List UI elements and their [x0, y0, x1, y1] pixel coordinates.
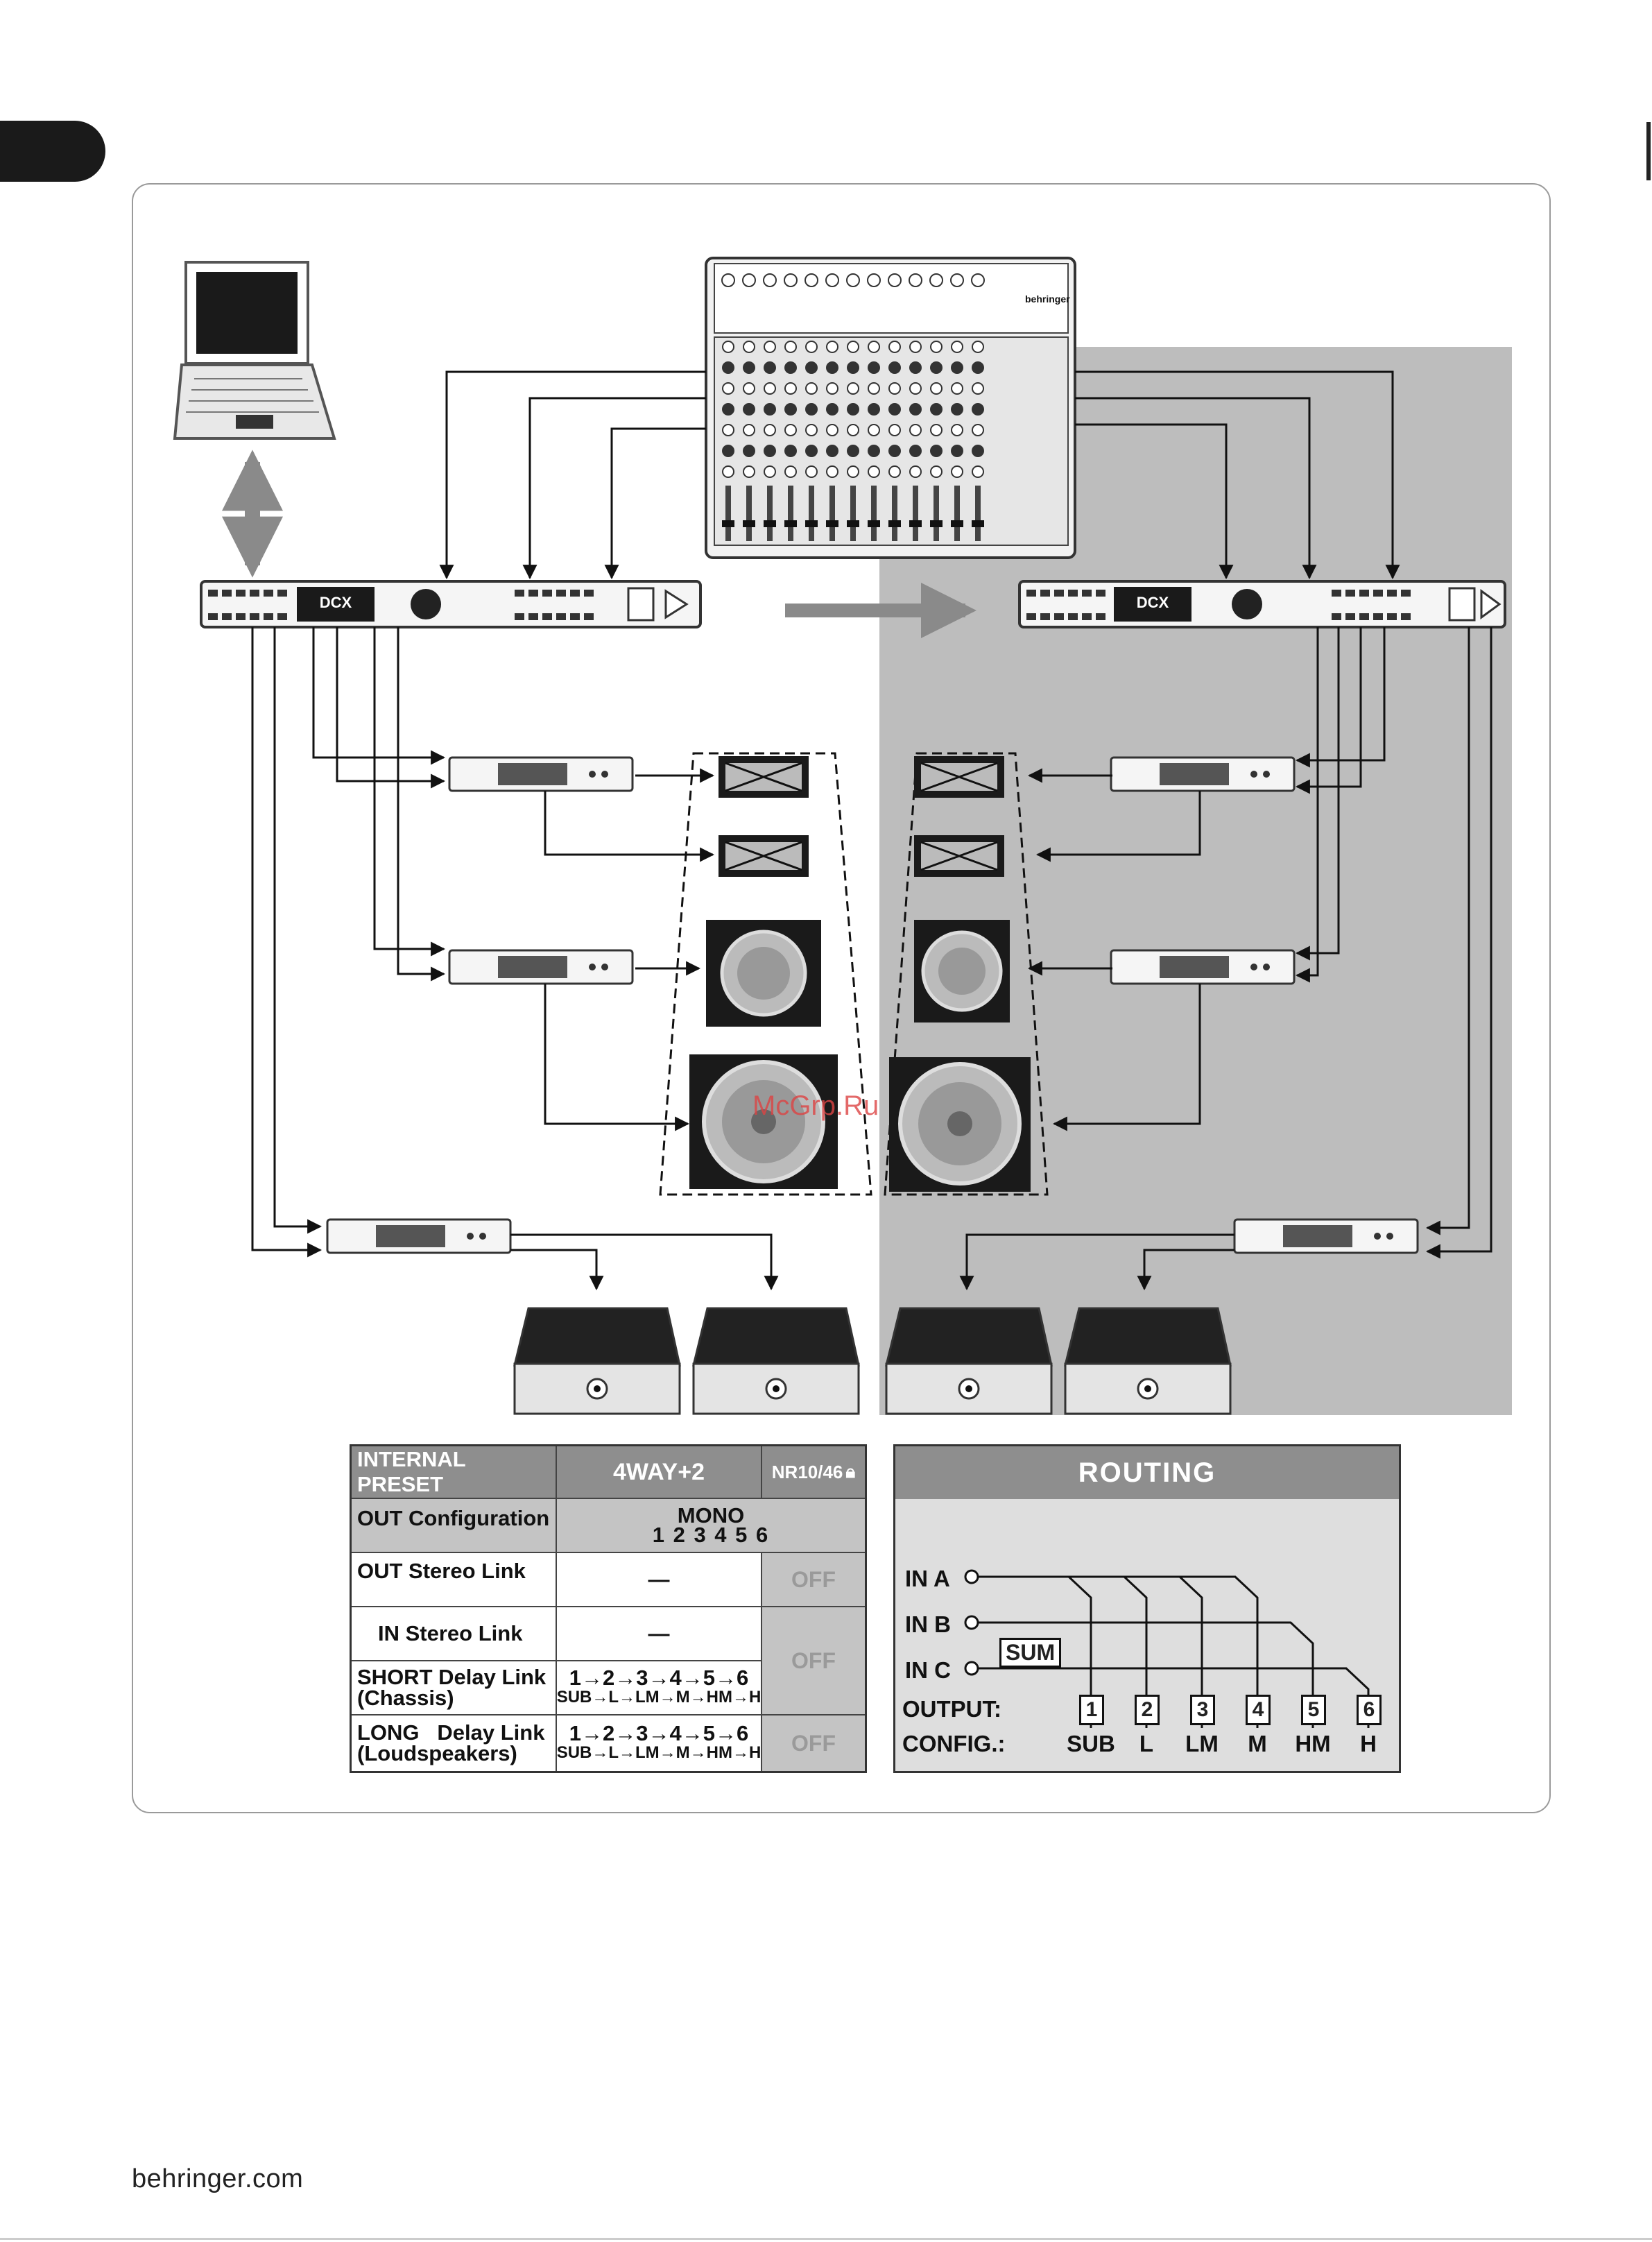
short-delay-config: SUB→L→LM→M→HM→H — [556, 1688, 762, 1706]
output-box-2: 2 — [1135, 1695, 1160, 1725]
config-label: CONFIG.: — [902, 1731, 1006, 1756]
in-stereo-value: — — [557, 1607, 762, 1661]
routing-title: ROUTING — [895, 1446, 1399, 1499]
output-box-1: 1 — [1079, 1695, 1104, 1725]
lock-icon: 🔒︎ — [845, 1461, 856, 1482]
long-delay-state: OFF — [762, 1715, 865, 1771]
long-delay-value: 1→2→3→4→5→6 SUB→L→LM→M→HM→H — [557, 1715, 762, 1771]
long-delay-config: SUB→L→LM→M→HM→H — [556, 1743, 762, 1762]
long-delay-label: LONG Delay Link (Loudspeakers) — [352, 1715, 557, 1771]
preset-table: INTERNAL PRESET 4WAY+2 NR10/46🔒︎ OUT Con… — [350, 1444, 867, 1773]
out-config-value: MONO 1 2 3 4 5 6 — [557, 1499, 865, 1553]
long-delay-sub: (Loudspeakers) — [357, 1741, 517, 1765]
config-h: H — [1360, 1731, 1377, 1756]
out-config-channels: 1 2 3 4 5 6 — [652, 1523, 770, 1547]
out-stereo-label: OUT Stereo Link — [352, 1553, 557, 1607]
routing-input-a: IN A — [905, 1566, 950, 1591]
short-delay-label: SHORT Delay Link (Chassis) — [352, 1661, 557, 1715]
preset-header-nr: NR10/46🔒︎ — [762, 1446, 865, 1499]
speaker-stack-right — [884, 752, 1049, 1196]
output-box-5: 5 — [1301, 1695, 1326, 1725]
amplifiers — [326, 756, 1419, 1254]
config-hm: HM — [1295, 1731, 1331, 1756]
dcx-right: DCX — [1018, 580, 1506, 628]
bottom-rule — [0, 2238, 1652, 2240]
svg-text:behringer: behringer — [1025, 293, 1070, 305]
sum-label: SUM — [999, 1638, 1062, 1668]
routing-input-b: IN B — [905, 1611, 951, 1637]
output-box-3: 3 — [1190, 1695, 1215, 1725]
output-label: OUTPUT: — [902, 1696, 1001, 1722]
output-box-4: 4 — [1246, 1695, 1271, 1725]
routing-panel: ROUTING IN A IN B IN C SUM OUTPUT: CONFI… — [893, 1444, 1401, 1773]
short-delay-state: OFF — [762, 1607, 865, 1715]
out-stereo-state: OFF — [762, 1553, 865, 1607]
laptop-icon — [173, 261, 336, 440]
section-tab — [0, 121, 105, 182]
out-stereo-value: — — [557, 1553, 762, 1607]
routing-input-c: IN C — [905, 1657, 951, 1683]
dcx-left: DCX — [200, 580, 702, 628]
short-delay-chain: 1→2→3→4→5→6 — [569, 1666, 749, 1690]
config-sub: SUB — [1067, 1731, 1115, 1756]
config-m: M — [1248, 1731, 1267, 1756]
short-delay-value: 1→2→3→4→5→6 SUB→L→LM→M→HM→H — [557, 1661, 762, 1715]
mixer-device: behringer — [705, 257, 1076, 559]
svg-text:DCX: DCX — [320, 594, 352, 611]
footer-url[interactable]: behringer.com — [132, 2164, 304, 2193]
page-edge-mark — [1646, 122, 1651, 180]
long-delay-chain: 1→2→3→4→5→6 — [569, 1721, 749, 1745]
in-stereo-label: IN Stereo Link — [352, 1607, 557, 1661]
short-delay-title: SHORT Delay Link — [357, 1665, 547, 1689]
monitor-wedges — [513, 1307, 1232, 1415]
long-delay-title: LONG Delay Link — [357, 1720, 545, 1745]
config-lm: LM — [1185, 1731, 1219, 1756]
out-config-mono: MONO — [677, 1503, 745, 1528]
preset-header-value: 4WAY+2 — [557, 1446, 762, 1499]
config-l: L — [1139, 1731, 1154, 1756]
short-delay-sub: (Chassis) — [357, 1686, 454, 1710]
preset-header-label: INTERNAL PRESET — [352, 1446, 557, 1499]
output-box-6: 6 — [1357, 1695, 1382, 1725]
figure-frame — [132, 183, 1551, 1813]
svg-text:DCX: DCX — [1137, 594, 1169, 611]
watermark: McGrp.Ru — [752, 1090, 879, 1121]
out-config-label: OUT Configuration — [352, 1499, 557, 1553]
speaker-stack-left — [659, 752, 872, 1196]
